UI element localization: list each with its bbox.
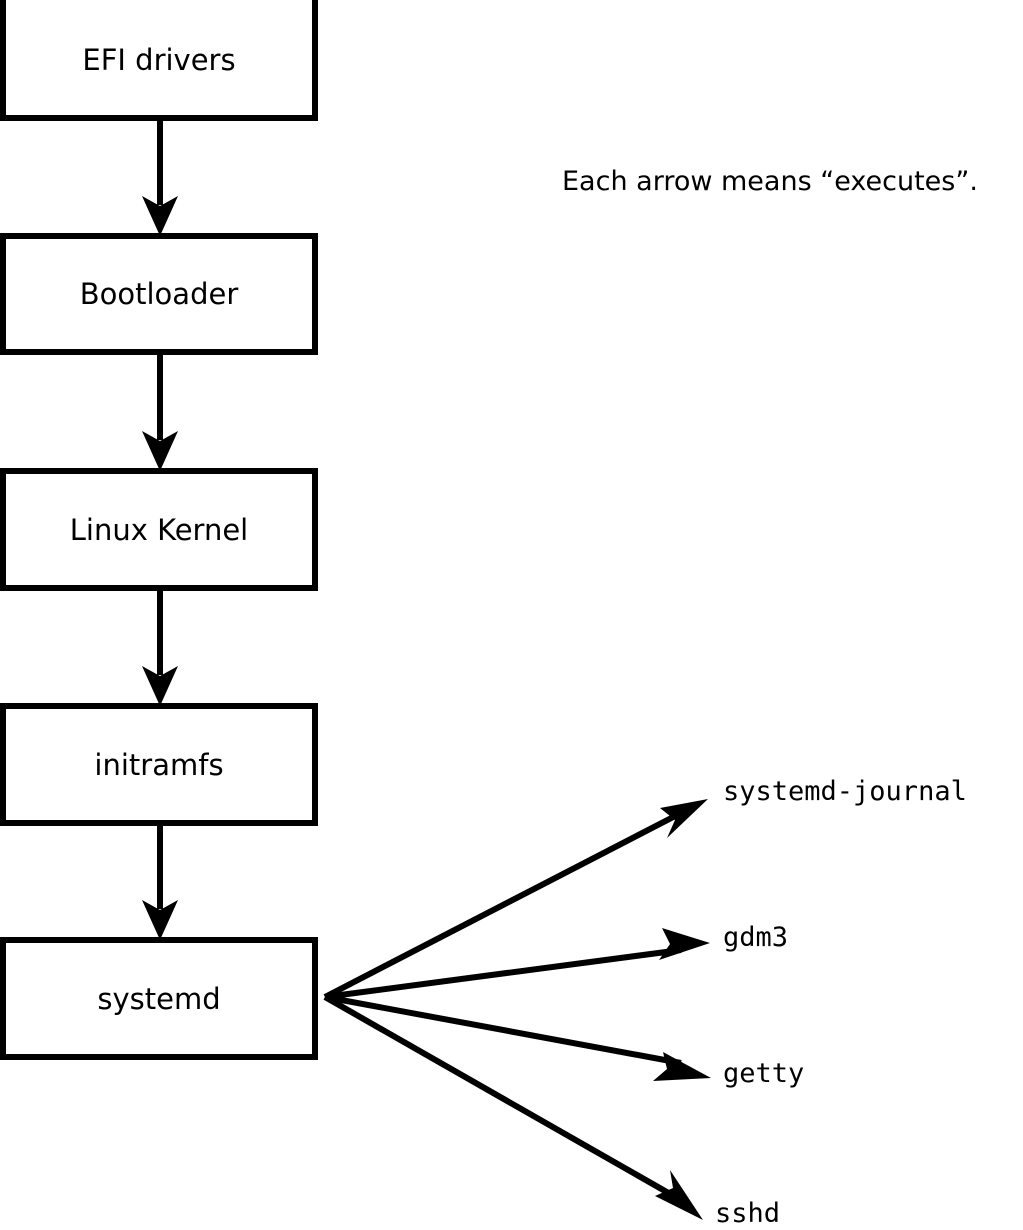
arrowhead-icon [655,1170,703,1220]
efi-drivers-label: EFI drivers [82,43,235,77]
node-efi-drivers[interactable]: EFI drivers [0,0,318,121]
arrowhead-down-icon [142,431,178,471]
efi-drivers-box[interactable] [0,0,318,121]
initramfs-label: initramfs [94,748,223,782]
arrow-systemd-to-systemd-journal [323,799,708,1000]
bootloader-box[interactable] [0,233,318,355]
systemd-label: systemd [97,982,220,1016]
leaf-label-sshd: sshd [715,1198,780,1229]
node-linux-kernel[interactable]: Linux Kernel [0,468,318,591]
initramfs-box[interactable] [0,703,318,826]
linux-kernel-label: Linux Kernel [70,513,248,547]
node-systemd[interactable]: systemd [0,937,318,1060]
annotation-text: Each arrow means “executes”. [562,166,978,197]
arrowhead-icon [653,1052,711,1081]
arrowhead-icon [659,928,710,960]
arrow-systemd-to-getty [324,994,711,1081]
arrow-efi-to-bootloader [142,118,178,236]
arrow-kernel-to-initramfs [142,588,178,706]
leaf-label-getty: getty [723,1058,804,1089]
arrow-systemd-to-sshd [323,994,703,1220]
arrowhead-down-icon [142,196,178,236]
leaf-label-systemd-journal: systemd-journal [723,776,967,807]
arrow-systemd-to-gdm3 [324,928,710,1000]
arrowhead-down-icon [142,900,178,940]
node-bootloader[interactable]: Bootloader [0,233,318,355]
leaf-label-gdm3: gdm3 [723,922,788,953]
systemd-box[interactable] [0,937,318,1060]
arrow-initramfs-to-systemd [142,823,178,940]
arrowhead-down-icon [142,666,178,706]
arrow-bootloader-to-kernel [142,352,178,471]
bootloader-label: Bootloader [80,277,239,311]
arrowhead-icon [660,799,708,838]
node-initramfs[interactable]: initramfs [0,703,318,826]
